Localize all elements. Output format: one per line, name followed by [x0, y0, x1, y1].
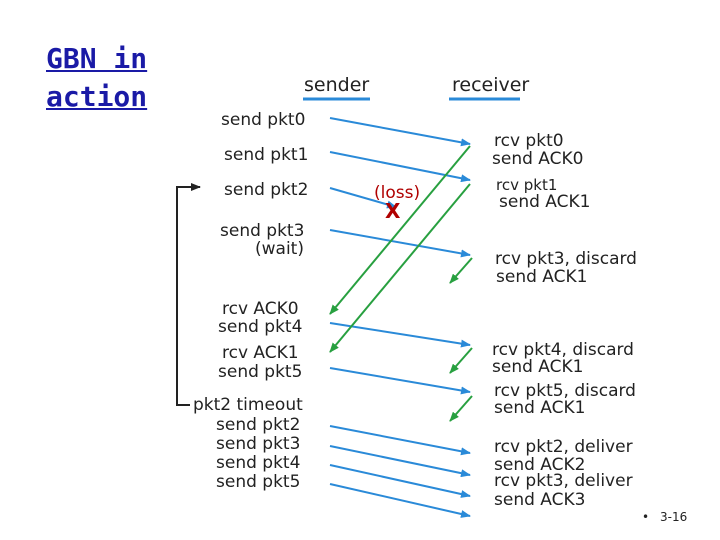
sender-label: send pkt3 — [220, 221, 305, 241]
pkt3-resend-arrow — [329, 445, 471, 478]
receiver-label: rcv pkt3, deliver — [494, 471, 633, 491]
pkt2-resend-arrow — [329, 425, 471, 456]
sender-label: send pkt2 — [224, 180, 309, 200]
sender-label: send pkt3 — [216, 434, 301, 454]
sender-label: send pkt4 — [216, 453, 301, 473]
pkt4-resend-arrow — [329, 464, 471, 498]
title-line-1: GBN in — [46, 42, 148, 75]
pkt3-arrow — [329, 229, 471, 258]
receiver-header: receiver — [452, 74, 530, 96]
receiver-label: send ACK2 — [494, 455, 586, 475]
receiver-label: send ACK3 — [494, 490, 586, 510]
ack1-dup3-arrow — [449, 395, 473, 422]
sender-label: send pkt5 — [216, 472, 301, 492]
pkt0-arrow — [329, 117, 471, 147]
pkt5-resend-arrow — [329, 483, 471, 518]
pkt5-arrow — [329, 367, 471, 395]
sender-label: (wait) — [255, 239, 304, 259]
loss-mark: X — [385, 199, 401, 223]
page-title: GBN in action — [46, 40, 176, 116]
sender-label: rcv ACK0 — [222, 299, 299, 319]
sender-label: send pkt2 — [216, 415, 301, 435]
receiver-label: rcv pkt5, discard — [494, 381, 636, 401]
loss-label: (loss) — [374, 183, 421, 203]
page-number: 3-16 — [660, 510, 688, 524]
receiver-label: send ACK1 — [492, 357, 584, 377]
receiver-label: rcv pkt2, deliver — [494, 437, 633, 457]
sender-label: send pkt5 — [218, 362, 303, 382]
receiver-label: send ACK1 — [494, 398, 586, 418]
sender-label: send pkt4 — [218, 317, 303, 337]
sender-label: rcv ACK1 — [222, 343, 299, 363]
footer-bullet: • — [642, 510, 650, 524]
ack0-arrow — [329, 145, 471, 315]
receiver-label: send ACK1 — [499, 192, 591, 212]
receiver-label: rcv pkt3, discard — [495, 249, 637, 269]
sender-label: pkt2 timeout — [193, 395, 303, 415]
pkt4-arrow — [329, 322, 471, 348]
sender-label: send pkt0 — [221, 110, 306, 130]
timeout-bracket — [176, 183, 201, 406]
pkt1-arrow — [329, 151, 471, 183]
title-line-2: action — [46, 80, 148, 113]
ack1-dup1-arrow — [449, 257, 473, 284]
ack1-arrow — [329, 183, 471, 353]
sender-label: send pkt1 — [224, 145, 309, 165]
pkt2-lost-arrow — [329, 187, 397, 209]
receiver-label: send ACK1 — [496, 267, 588, 287]
receiver-label: rcv pkt0 — [494, 131, 564, 151]
receiver-label: rcv pkt4, discard — [492, 340, 634, 360]
receiver-label: rcv pkt1 — [496, 176, 558, 194]
sender-header: sender — [304, 74, 370, 96]
receiver-label: send ACK0 — [492, 149, 584, 169]
ack1-dup2-arrow — [449, 347, 473, 374]
